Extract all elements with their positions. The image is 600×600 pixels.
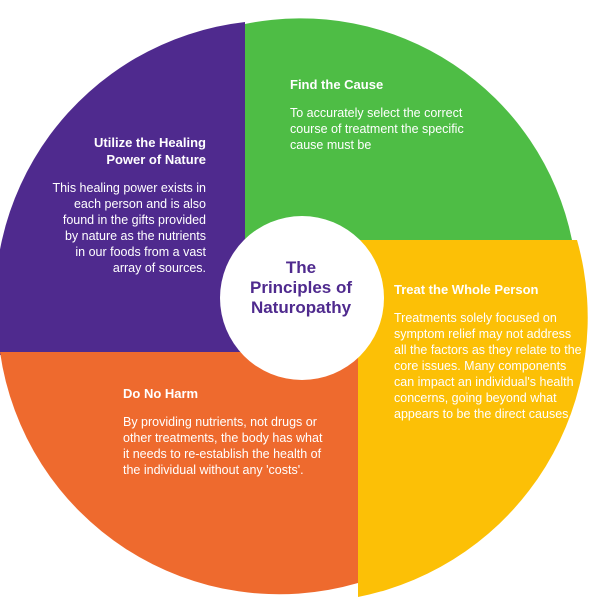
treat-whole-body: Treatments solely focused on symptom rel…: [394, 311, 582, 421]
utilize-nature-body: This healing power exists in each person…: [52, 181, 206, 275]
utilize-nature-title: Utilize the Healing Power of Nature: [94, 135, 206, 167]
utilize-nature-text-block: Utilize the Healing Power of Nature This…: [52, 134, 206, 276]
center-title: The Principles of Naturopathy: [226, 258, 376, 318]
center-title-line-2: Principles of: [249, 278, 353, 297]
center-title-line-1: The: [285, 258, 317, 277]
center-title-line-3: Naturopathy: [250, 298, 352, 317]
treat-whole-title: Treat the Whole Person: [394, 282, 539, 297]
quadrant-treat-whole: [358, 240, 588, 597]
treat-whole-text-block: Treat the Whole Person Treatments solely…: [394, 281, 590, 422]
center-circle: [220, 216, 384, 380]
do-no-harm-text-block: Do No Harm By providing nutrients, not d…: [123, 385, 328, 478]
find-cause-title: Find the Cause: [290, 77, 384, 92]
do-no-harm-body: By providing nutrients, not drugs or oth…: [123, 415, 323, 477]
find-cause-body: To accurately select the correct course …: [290, 106, 464, 152]
quadrant-do-no-harm: [0, 352, 358, 595]
find-cause-text-block: Find the Cause To accurately select the …: [290, 76, 480, 153]
quadrant-find-cause: [245, 18, 572, 240]
quadrant-utilize-nature: [0, 22, 245, 355]
do-no-harm-title: Do No Harm: [123, 386, 199, 401]
